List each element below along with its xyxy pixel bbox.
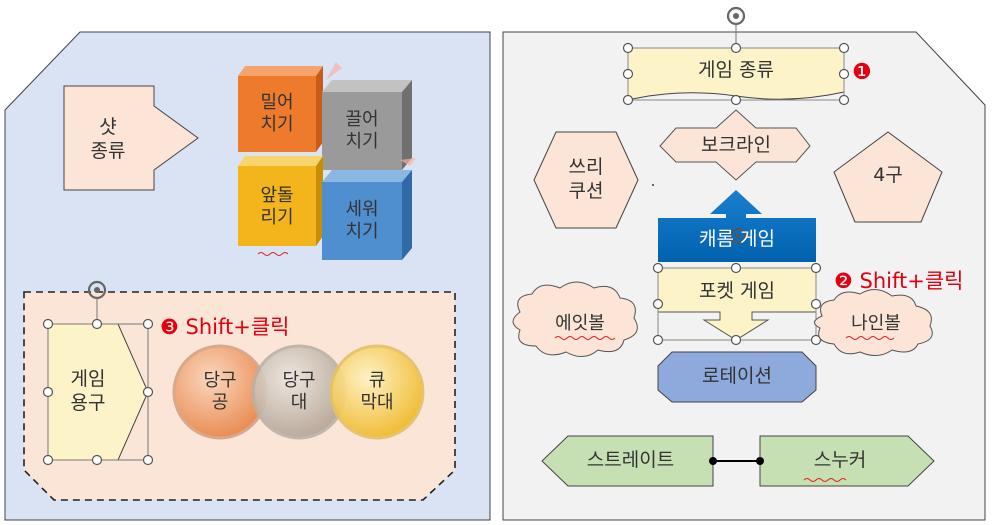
cue-stick-label: 큐 막대 bbox=[360, 369, 394, 414]
cube-arrow-icon bbox=[326, 62, 342, 80]
nine-ball-cloud bbox=[814, 289, 933, 356]
selection-handles[interactable] bbox=[42, 318, 154, 466]
rotate-handle-icon[interactable] bbox=[726, 6, 746, 48]
straight-arrow bbox=[541, 435, 714, 487]
four-ball-label: 4구 bbox=[873, 164, 903, 187]
shot-types-label: 샷 종류 bbox=[90, 116, 126, 162]
cube-push bbox=[238, 66, 323, 152]
selection-handles[interactable] bbox=[622, 42, 850, 106]
cube-follow-label: 앞돌 리기 bbox=[260, 184, 294, 229]
billiard-table-label: 당구 대 bbox=[282, 369, 316, 414]
boklain-arrow bbox=[659, 109, 811, 181]
straight-label: 스트레이트 bbox=[586, 449, 675, 472]
game-tools-label: 게임 용구 bbox=[70, 368, 106, 414]
stray-dot bbox=[652, 184, 654, 186]
rotation-label: 로테이션 bbox=[702, 365, 772, 388]
spellcheck-underline bbox=[257, 252, 289, 256]
cube-stand-label: 세워 치기 bbox=[345, 198, 379, 243]
marker-1: ❶ bbox=[852, 60, 872, 86]
connector-line bbox=[709, 457, 764, 465]
eight-ball-label: 에잇볼 bbox=[555, 312, 605, 334]
three-cushion-label: 쓰리 쿠션 bbox=[568, 156, 604, 202]
game-types-label: 게임 종류 bbox=[698, 59, 774, 82]
cube-push-label: 밀어 치기 bbox=[260, 91, 294, 136]
carom-label: 캐롬 게임 bbox=[699, 228, 775, 251]
pocket-label: 포켓 게임 bbox=[699, 280, 775, 303]
marker-3-shift-click: ❸ Shift+클릭 bbox=[160, 314, 290, 339]
cube-follow bbox=[238, 156, 323, 246]
shot-types-arrow bbox=[63, 85, 199, 191]
boklain-label: 보크라인 bbox=[701, 134, 771, 157]
selection-handles[interactable] bbox=[652, 262, 822, 346]
rotation-octagon bbox=[657, 351, 817, 403]
marker-2-shift-click: ❷ Shift+클릭 bbox=[834, 268, 964, 293]
nine-ball-label: 나인볼 bbox=[851, 312, 901, 334]
cube-stand bbox=[322, 170, 412, 260]
spellcheck-underline bbox=[803, 478, 847, 482]
billiard-ball-label: 당구 공 bbox=[203, 369, 237, 414]
circle-cue-stick bbox=[329, 344, 425, 440]
rotate-handle-icon[interactable] bbox=[730, 228, 746, 244]
spellcheck-underline bbox=[554, 336, 616, 340]
spellcheck-underline bbox=[845, 336, 895, 340]
cube-draw bbox=[322, 80, 412, 170]
eight-ball-cloud bbox=[512, 281, 638, 357]
snooker-arrow bbox=[759, 435, 935, 487]
snooker-label: 스누커 bbox=[813, 449, 867, 472]
three-cushion-hexagon bbox=[533, 131, 639, 229]
cube-draw-label: 끌어 치기 bbox=[345, 108, 379, 153]
four-ball-pentagon bbox=[833, 131, 943, 223]
cube-arrow-icon bbox=[400, 158, 416, 166]
carom-arrow bbox=[658, 190, 816, 262]
